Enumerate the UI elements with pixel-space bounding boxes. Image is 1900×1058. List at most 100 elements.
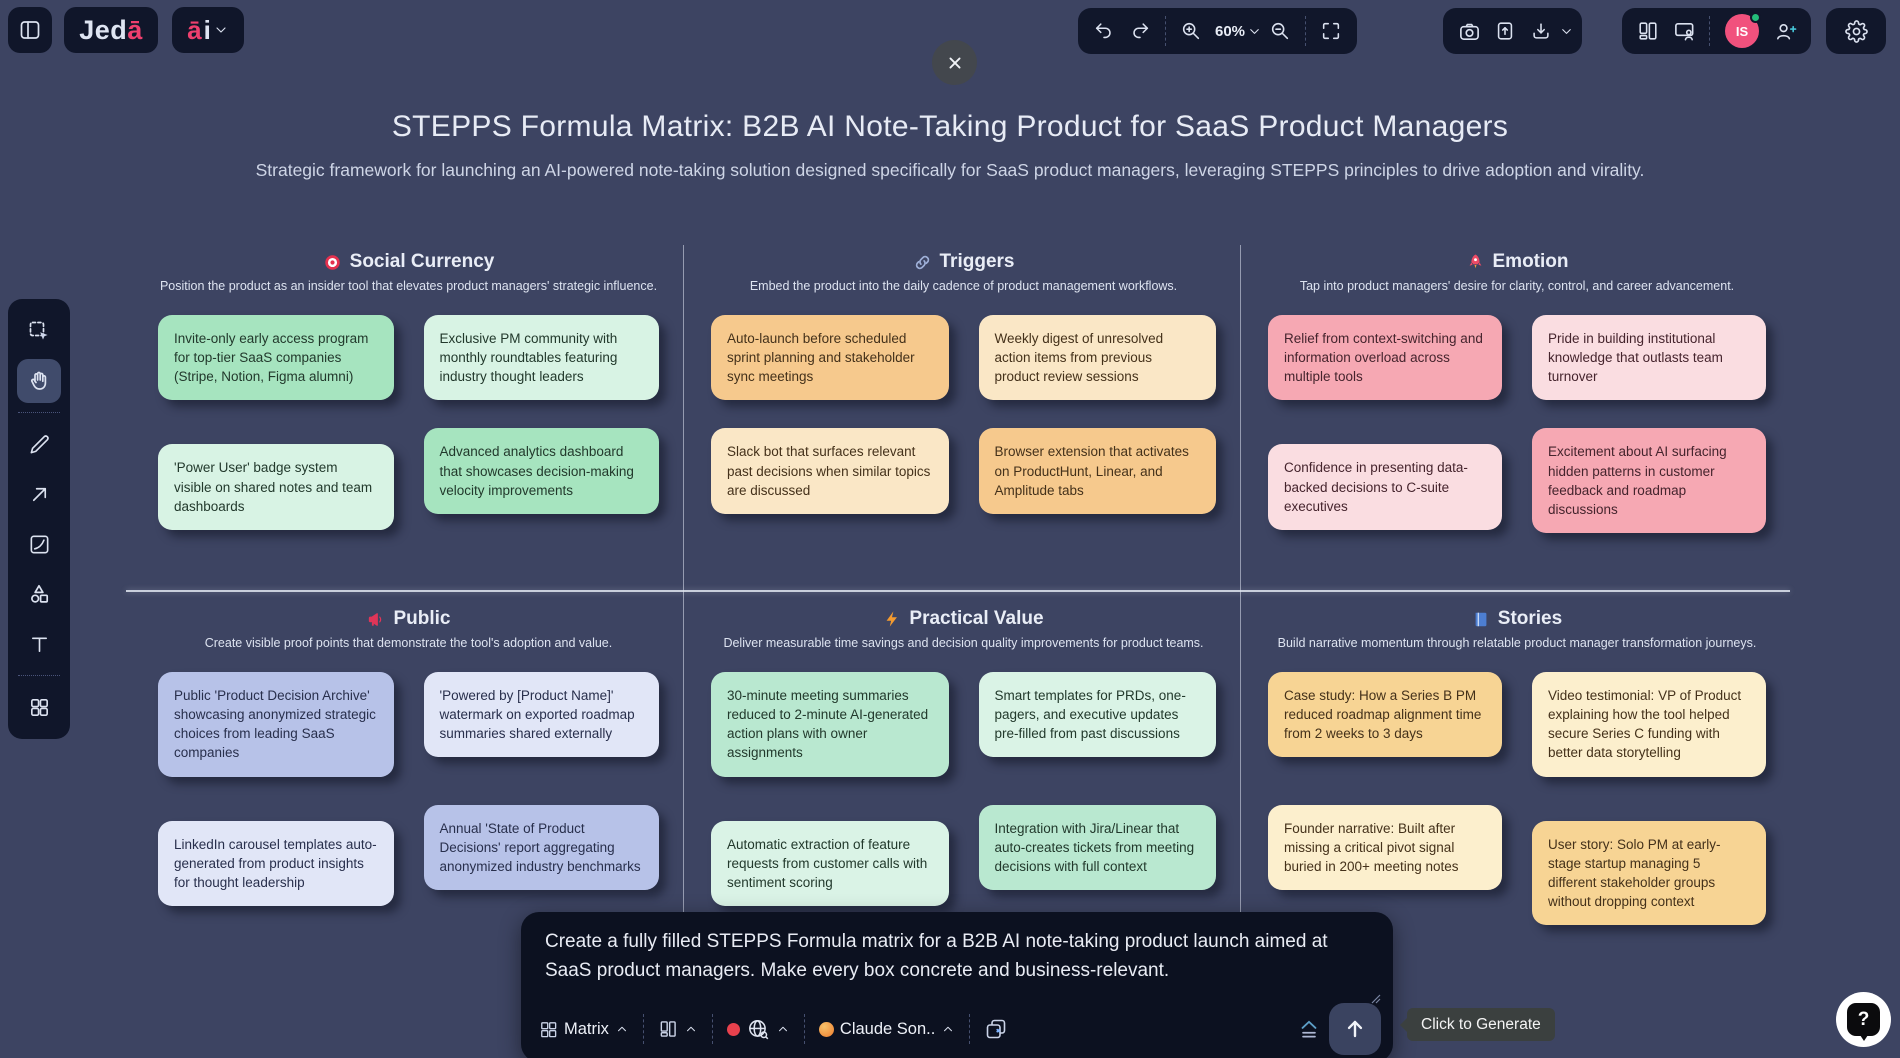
help-button[interactable]: ? xyxy=(1836,992,1891,1047)
rocket-icon xyxy=(1466,253,1485,272)
divider xyxy=(711,1014,713,1044)
sticky-note[interactable]: Slack bot that surfaces relevant past de… xyxy=(711,428,949,514)
sticky-note[interactable]: Confidence in presenting data-backed dec… xyxy=(1268,444,1502,530)
arrow-up-icon xyxy=(1342,1016,1368,1042)
sticky-note[interactable]: Advanced analytics dashboard that showca… xyxy=(423,428,659,514)
zoom-level-value: 60% xyxy=(1215,22,1246,40)
section-header: Public xyxy=(158,608,659,630)
zoom-in-button[interactable] xyxy=(1173,13,1209,49)
sticky-note[interactable]: Automatic extraction of feature requests… xyxy=(711,820,949,907)
sidebar-toggle-button[interactable] xyxy=(8,7,52,53)
pencil-tool[interactable] xyxy=(17,422,61,466)
sticky-note[interactable]: Case study: How a Series B PM reduced ro… xyxy=(1268,672,1502,758)
select-tool[interactable] xyxy=(17,309,61,353)
arrow-tool[interactable] xyxy=(17,472,61,516)
zoom-out-button[interactable] xyxy=(1262,13,1298,49)
model-label: Claude Son.. xyxy=(839,1019,936,1038)
sticky-note[interactable]: Weekly digest of unresolved action items… xyxy=(978,315,1216,401)
section-description: Tap into product managers' desire for cl… xyxy=(1299,279,1735,293)
section-header: Social Currency xyxy=(158,251,659,273)
sticky-note[interactable]: Video testimonial: VP of Product explain… xyxy=(1532,672,1766,777)
notes-grid: Invite-only early access program for top… xyxy=(158,315,659,530)
model-selector[interactable]: Claude Son.. xyxy=(818,1019,955,1039)
sticky-note[interactable]: Pride in building institutional knowledg… xyxy=(1532,315,1766,401)
sticky-note[interactable]: Smart templates for PRDs, one-pagers, an… xyxy=(978,672,1216,758)
logo-accent-text: ā xyxy=(127,14,143,45)
undo-button[interactable] xyxy=(1086,13,1122,49)
sticky-note[interactable]: 'Power User' badge system visible on sha… xyxy=(158,444,394,530)
section-header: Emotion xyxy=(1268,251,1766,273)
section-description: Embed the product into the daily cadence… xyxy=(749,279,1178,293)
book-icon xyxy=(1472,610,1490,628)
section-title: Triggers xyxy=(939,251,1015,272)
notes-grid: Auto-launch before scheduled sprint plan… xyxy=(711,315,1216,514)
prompt-input[interactable]: Create a fully filled STEPPS Formula mat… xyxy=(545,927,1351,991)
sticky-note[interactable]: User story: Solo PM at early-stage start… xyxy=(1532,820,1766,926)
section-public: Public Create visible proof points that … xyxy=(130,592,683,950)
redo-button[interactable] xyxy=(1122,13,1158,49)
section-title: Practical Value xyxy=(909,608,1044,629)
sticky-note[interactable]: 'Powered by [Product Name]' watermark on… xyxy=(423,672,659,758)
add-person-button[interactable] xyxy=(1767,13,1803,49)
layout-selector[interactable] xyxy=(658,1019,698,1039)
fullscreen-button[interactable] xyxy=(1313,13,1349,49)
settings-gear-button[interactable] xyxy=(1838,13,1874,49)
sticky-note[interactable]: Invite-only early access program for top… xyxy=(158,315,394,401)
close-button[interactable] xyxy=(932,40,977,85)
avatar[interactable]: IS xyxy=(1725,12,1761,48)
sticky-note[interactable]: Annual 'State of Product Decisions' repo… xyxy=(423,804,659,891)
template-selector[interactable]: Matrix xyxy=(539,1020,629,1039)
sticky-note[interactable]: Auto-launch before scheduled sprint plan… xyxy=(711,315,949,401)
tooltip-arrow xyxy=(1400,1018,1407,1032)
sticky-note[interactable]: Exclusive PM community with monthly roun… xyxy=(423,315,659,401)
share-button[interactable] xyxy=(1487,13,1523,49)
eject-icon xyxy=(1296,1016,1322,1042)
matrix-grid-icon xyxy=(539,1020,558,1039)
notes-grid: 30-minute meeting summaries reduced to 2… xyxy=(711,672,1216,907)
model-dot xyxy=(818,1021,834,1037)
stepps-matrix: Social Currency Position the product as … xyxy=(126,245,1790,950)
download-options-button[interactable] xyxy=(1559,24,1574,39)
web-source-selector[interactable] xyxy=(726,1017,790,1041)
ai-prompt-bar: Create a fully filled STEPPS Formula mat… xyxy=(521,912,1393,1058)
megaphone-icon xyxy=(366,610,385,629)
divider xyxy=(642,1014,644,1044)
chevron-up-icon xyxy=(776,1022,790,1036)
sticky-note[interactable]: Excitement about AI surfacing hidden pat… xyxy=(1532,428,1766,534)
text-tool[interactable] xyxy=(17,622,61,666)
clear-prompt-button[interactable] xyxy=(984,1017,1008,1041)
tooltip-text: Click to Generate xyxy=(1421,1015,1541,1033)
resize-handle[interactable] xyxy=(1371,994,1381,1004)
template-label: Matrix xyxy=(564,1019,609,1038)
media-tool[interactable] xyxy=(17,522,61,566)
sticky-note[interactable]: Relief from context-switching and inform… xyxy=(1268,315,1502,401)
divider xyxy=(1709,16,1710,46)
section-title: Public xyxy=(393,608,451,629)
download-button[interactable] xyxy=(1523,13,1559,49)
close-icon xyxy=(945,53,965,73)
sticky-note[interactable]: Public 'Product Decision Archive' showca… xyxy=(158,672,394,777)
section-description: Position the product as an insider tool … xyxy=(159,279,658,293)
question-mark-icon: ? xyxy=(1847,1003,1880,1041)
pan-hand-tool[interactable] xyxy=(17,359,61,403)
zoom-dropdown-button[interactable] xyxy=(1247,24,1262,39)
screenshot-button[interactable] xyxy=(1451,13,1487,49)
shapes-tool[interactable] xyxy=(17,572,61,616)
recording-dot xyxy=(726,1022,740,1036)
present-button[interactable] xyxy=(1666,13,1702,49)
notes-grid: Case study: How a Series B PM reduced ro… xyxy=(1268,672,1766,926)
collapse-bar-button[interactable] xyxy=(1296,1016,1322,1042)
sticky-note[interactable]: LinkedIn carousel templates auto-generat… xyxy=(158,820,394,907)
sticky-note[interactable]: Integration with Jira/Linear that auto-c… xyxy=(978,804,1216,891)
generate-button[interactable] xyxy=(1329,1003,1381,1055)
sticky-note[interactable]: Founder narrative: Built after missing a… xyxy=(1268,804,1502,891)
chevron-down-icon xyxy=(213,22,229,38)
sticky-note[interactable]: 30-minute meeting summaries reduced to 2… xyxy=(711,672,949,777)
layout-columns-button[interactable] xyxy=(1630,13,1666,49)
online-status-dot xyxy=(1750,12,1761,23)
templates-tool[interactable] xyxy=(17,685,61,729)
sticky-note[interactable]: Browser extension that activates on Prod… xyxy=(978,428,1216,514)
